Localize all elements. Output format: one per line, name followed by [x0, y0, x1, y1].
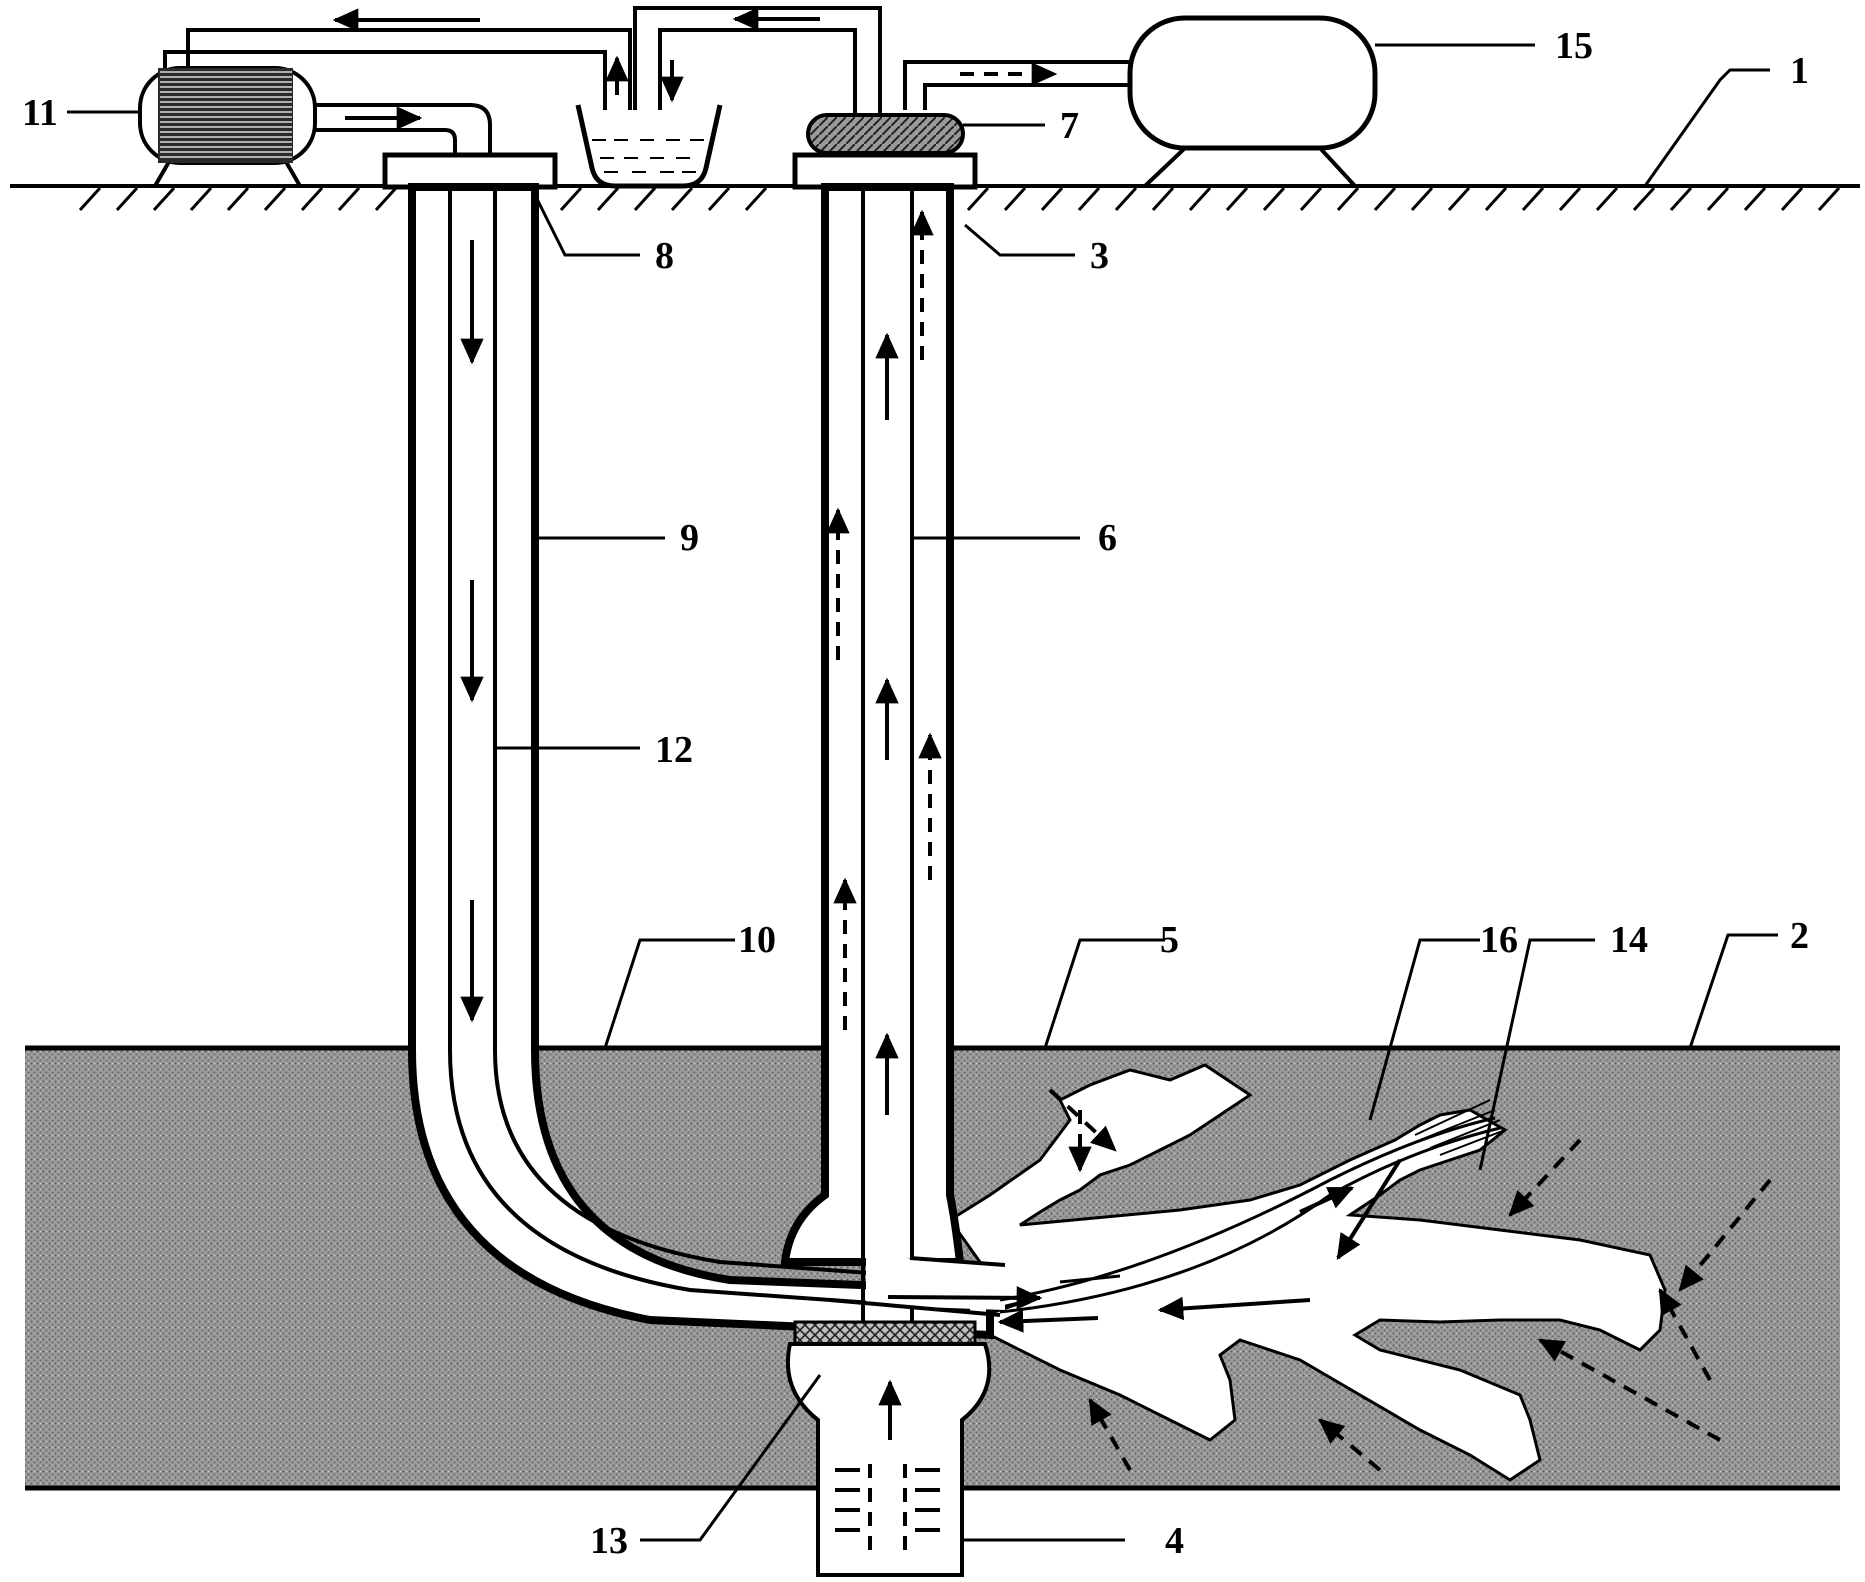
gas-storage-tank — [1130, 18, 1375, 186]
label-2: 2 — [1790, 915, 1809, 957]
ground-hatch-tick — [302, 188, 322, 210]
ground-hatch-tick — [1449, 188, 1469, 210]
label-7: 7 — [1060, 105, 1079, 147]
ground-hatch-tick — [1671, 188, 1691, 210]
label-5: 5 — [1160, 919, 1179, 961]
ground-hatch-tick — [228, 188, 248, 210]
ground-hatch-tick — [117, 188, 137, 210]
ground-hatch-tick — [1412, 188, 1432, 210]
label-4: 4 — [1165, 1520, 1184, 1562]
label-16: 16 — [1480, 919, 1518, 961]
ground-hatch-tick — [1005, 188, 1025, 210]
ground-hatch-tick — [1819, 188, 1839, 210]
ground-hatch-tick — [1116, 188, 1136, 210]
ground-hatch-tick — [339, 188, 359, 210]
label-11: 11 — [22, 92, 58, 134]
ground-hatch-tick — [1042, 188, 1062, 210]
ground-hatch-tick — [709, 188, 729, 210]
ground-hatch-tick — [1745, 188, 1765, 210]
ground-hatch-tick — [746, 188, 766, 210]
ground-hatch-tick — [191, 188, 211, 210]
ground-hatch-tick — [1190, 188, 1210, 210]
label-14: 14 — [1610, 919, 1648, 961]
gas-pipeline — [905, 62, 1130, 110]
ground-hatch-tick — [154, 188, 174, 210]
label-8: 8 — [655, 235, 674, 277]
label-13: 13 — [590, 1520, 628, 1562]
label-10: 10 — [738, 919, 776, 961]
ground-hatch-tick — [376, 188, 396, 210]
injection-wellhead — [385, 155, 555, 187]
ground-hatch-tick — [265, 188, 285, 210]
ground-hatch-tick — [561, 188, 581, 210]
ground-hatch-tick — [1301, 188, 1321, 210]
ground-hatch-tick — [1375, 188, 1395, 210]
label-12: 12 — [655, 729, 693, 771]
ground-hatch-tick — [1634, 188, 1654, 210]
ground-hatch-tick — [1708, 188, 1728, 210]
production-wellhead — [795, 155, 975, 187]
ground-hatch-tick — [1597, 188, 1617, 210]
ground-hatch-tick — [1264, 188, 1284, 210]
label-1: 1 — [1790, 50, 1809, 92]
ground-hatch-tick — [80, 188, 100, 210]
ground-hatch-tick — [598, 188, 618, 210]
label-6: 6 — [1098, 517, 1117, 559]
label-3: 3 — [1090, 235, 1109, 277]
ground-hatch-tick — [968, 188, 988, 210]
label-9: 9 — [680, 517, 699, 559]
label-15: 15 — [1555, 25, 1593, 67]
ground-hatch-tick — [1486, 188, 1506, 210]
ground-hatch-tick — [1338, 188, 1358, 210]
wellhead-valve — [808, 115, 963, 153]
ground-hatch-tick — [1153, 188, 1173, 210]
ground-hatch-tick — [1079, 188, 1099, 210]
water-tank — [578, 105, 720, 186]
ground-hatch-tick — [672, 188, 692, 210]
ground-hatch-tick — [1227, 188, 1247, 210]
packer — [795, 1322, 975, 1344]
ground-hatch-tick — [1782, 188, 1802, 210]
ground-hatch-tick — [635, 188, 655, 210]
ground-hatch-tick — [1560, 188, 1580, 210]
ground-hatch-tick — [1523, 188, 1543, 210]
